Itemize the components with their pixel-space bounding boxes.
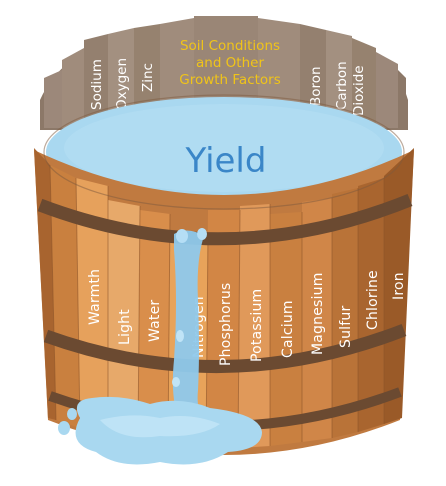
label-chlorine: Chlorine [365,270,381,330]
droplet [172,377,180,387]
droplet [176,229,188,243]
stave-iron [384,148,414,424]
puddle-highlight [100,415,220,438]
header-line-3: Growth Factors [179,72,281,88]
droplet [197,228,207,240]
back-label-sodium: Sodium [89,59,105,110]
back-label-carbon: Carbon [334,61,350,110]
label-phosphorus: Phosphorus [218,283,234,366]
label-light: Light [117,309,133,345]
droplet [67,408,77,420]
stave-light [108,200,140,440]
label-potassium: Potassium [249,289,265,362]
droplet [58,421,70,435]
back-stave [376,52,398,128]
back-label-boron: Boron [308,66,324,106]
header-line-2: and Other [196,55,264,71]
yield-label: Yield [185,141,267,181]
header-text: Soil Conditions and Other Growth Factors [179,38,281,88]
stream [172,230,204,422]
back-label-dioxide: Dioxide [351,65,367,116]
stave-magnesium [302,198,332,442]
label-magnesium: Magnesium [310,272,326,355]
rim-outline [43,94,405,210]
stave-chlorine [358,178,384,432]
stave [50,165,80,428]
water-stream [58,228,262,465]
stave-calcium [270,212,302,446]
back-stave [84,34,108,128]
label-warmth: Warmth [87,269,103,325]
water-highlight [64,104,384,192]
stave-sulfur [332,188,358,438]
header-line-1: Soil Conditions [180,38,280,54]
back-stave [108,28,134,128]
back-stave [326,30,352,128]
front-labels: Warmth Light Water Nitrogen Phosphorus P… [87,269,407,366]
stave-phosphorus [206,210,240,448]
hoop-top [37,193,413,246]
stave-potassium [238,204,270,448]
label-iron: Iron [391,272,407,300]
label-water: Water [147,300,163,342]
back-labels: Sodium Oxygen Zinc Boron Carbon Dioxide [89,58,367,116]
back-stave [62,48,84,128]
back-stave [398,70,406,128]
hoop-middle [43,323,407,373]
back-stave [44,70,62,128]
label-calcium: Calcium [280,300,296,358]
label-sulfur: Sulfur [338,306,354,348]
back-stave [352,38,376,128]
back-label-oxygen: Oxygen [114,58,130,110]
stave-warmth [76,178,108,434]
back-label-zinc: Zinc [140,63,156,92]
stave-water [138,210,170,444]
droplet [176,330,184,342]
stave [34,148,56,420]
back-stave [300,24,326,128]
